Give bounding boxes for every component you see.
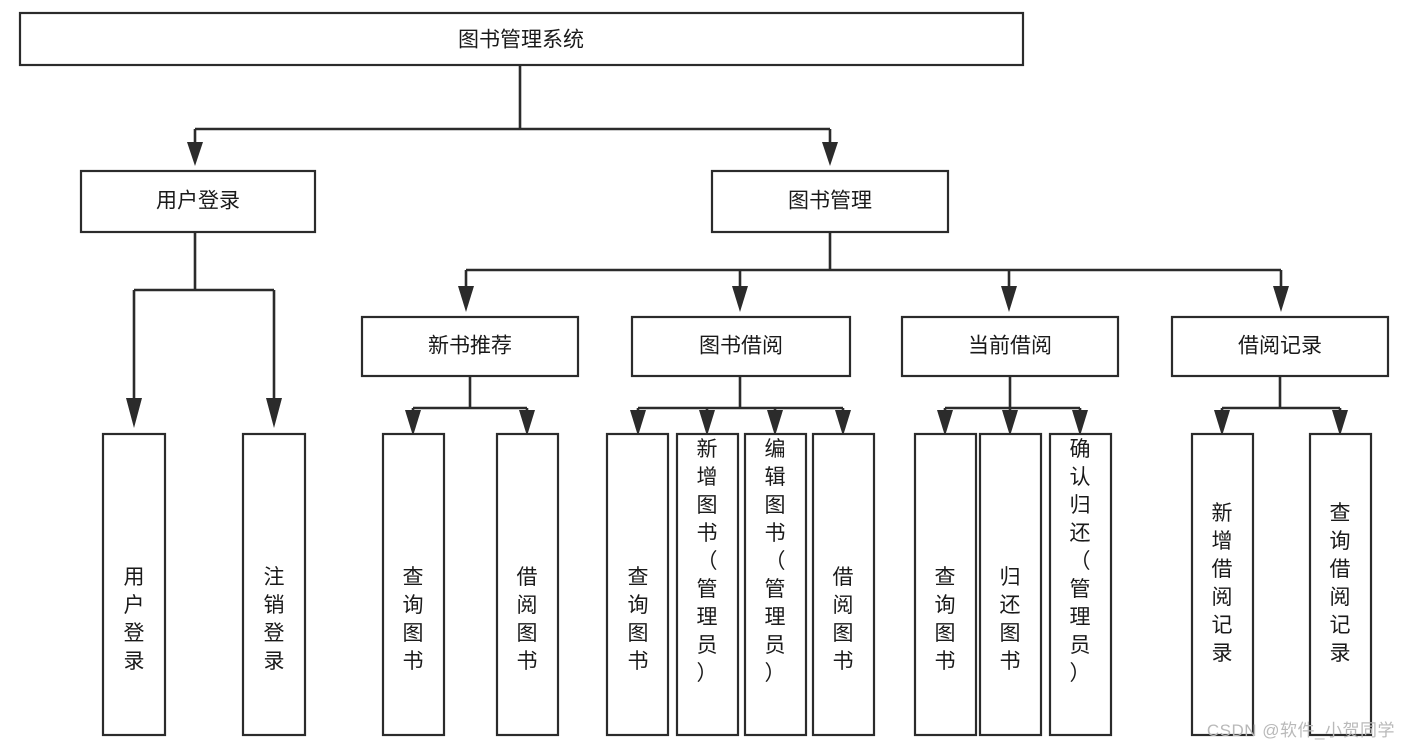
node-root-system-box[interactable] [18, 11, 1025, 67]
leaf-new-book-borrow[interactable]: 借阅图书 [495, 432, 560, 737]
leaf-user-login-login-label: 用户登录 [124, 566, 145, 673]
node-current-borrow-label: 当前借阅 [968, 335, 1052, 358]
node-root-system-label: 图书管理系统 [458, 29, 584, 52]
arrow-borrow-record-leaf-1 [1214, 410, 1230, 436]
leaf-borrow-add-book-admin[interactable]: 新增图书（管理员） [675, 432, 740, 737]
arrow-to-borrow-book [732, 286, 748, 312]
leaf-record-add-record-label: 新增借阅记录 [1212, 502, 1233, 665]
node-book-borrow[interactable]: 图书借阅 [630, 315, 852, 378]
node-current-borrow-box[interactable] [900, 315, 1120, 378]
arrow-to-current-borrow [1001, 286, 1017, 312]
leaf-user-login-login[interactable]: 用户登录 [101, 432, 167, 737]
leaf-new-book-borrow-label: 借阅图书 [517, 566, 538, 673]
leaf-current-query-book-box[interactable] [913, 432, 978, 737]
leaf-record-add-record-box[interactable] [1190, 432, 1255, 737]
leaf-current-confirm-return-admin-label: 确认归还（管理员） [1070, 438, 1091, 685]
node-borrow-record-label: 借阅记录 [1238, 335, 1322, 358]
leaf-borrow-edit-book-admin[interactable]: 编辑图书（管理员） [743, 432, 808, 737]
arrow-current-borrow-leaf-2 [1002, 410, 1018, 436]
node-new-book-recommend-label: 新书推荐 [428, 335, 512, 358]
node-borrow-record-box[interactable] [1170, 315, 1390, 378]
node-borrow-record[interactable]: 借阅记录 [1170, 315, 1390, 378]
leaf-record-query-record-box[interactable] [1308, 432, 1373, 737]
arrow-borrow-record-leaf-2 [1332, 410, 1348, 436]
leaf-user-login-login-box[interactable] [101, 432, 167, 737]
node-new-book-recommend[interactable]: 新书推荐 [360, 315, 580, 378]
leaf-user-login-logout-box[interactable] [241, 432, 307, 737]
leaf-borrow-borrow-book-label: 借阅图书 [833, 566, 854, 673]
connector-layer [126, 65, 1348, 436]
node-current-borrow[interactable]: 当前借阅 [900, 315, 1120, 378]
node-book-management-box[interactable] [710, 169, 950, 234]
leaf-current-confirm-return-admin[interactable]: 确认归还（管理员） [1048, 432, 1113, 737]
leaf-borrow-query-book[interactable]: 查询图书 [605, 432, 670, 737]
leaf-current-return-book[interactable]: 归还图书 [978, 432, 1043, 737]
arrow-borrow-book-leaf-1 [630, 410, 646, 436]
leaf-borrow-query-book-label: 查询图书 [628, 566, 649, 673]
leaf-current-query-book-label: 查询图书 [935, 566, 956, 673]
arrow-borrow-book-leaf-3 [767, 410, 783, 436]
leaf-new-book-query-box[interactable] [381, 432, 446, 737]
node-user-login-box[interactable] [79, 169, 317, 234]
node-user-login[interactable]: 用户登录 [79, 169, 317, 234]
leaf-borrow-borrow-book-box[interactable] [811, 432, 876, 737]
leaf-current-return-book-label: 归还图书 [1000, 566, 1021, 673]
arrow-borrow-book-leaf-4 [835, 410, 851, 436]
leaf-new-book-query[interactable]: 查询图书 [381, 432, 446, 737]
leaf-user-login-logout[interactable]: 注销登录 [241, 432, 307, 737]
leaf-borrow-borrow-book[interactable]: 借阅图书 [811, 432, 876, 737]
leaf-borrow-edit-book-admin-label: 编辑图书（管理员） [765, 438, 786, 685]
arrow-current-borrow-leaf-3 [1072, 410, 1088, 436]
leaf-borrow-add-book-admin-label: 新增图书（管理员） [697, 438, 718, 685]
node-book-borrow-box[interactable] [630, 315, 852, 378]
leaf-record-query-record-label: 查询借阅记录 [1330, 502, 1351, 665]
leaf-current-confirm-return-admin-box[interactable] [1048, 432, 1113, 737]
node-book-management[interactable]: 图书管理 [710, 169, 950, 234]
node-root-system[interactable]: 图书管理系统 [18, 11, 1025, 67]
arrow-to-book-mgmt [822, 142, 838, 166]
node-user-login-label: 用户登录 [156, 190, 240, 213]
node-layer: 图书管理系统 用户登录 图书管理 新书推荐 图书借阅 当前 [18, 11, 1390, 737]
leaf-record-query-record[interactable]: 查询借阅记录 [1308, 432, 1373, 737]
node-book-borrow-label: 图书借阅 [699, 335, 783, 358]
leaf-borrow-add-book-admin-box[interactable] [675, 432, 740, 737]
watermark: CSDN @软件_小贺同学 [1206, 721, 1395, 740]
arrow-to-borrow-record [1273, 286, 1289, 312]
arrow-borrow-book-leaf-2 [699, 410, 715, 436]
arrow-current-borrow-leaf-1 [937, 410, 953, 436]
arrow-to-new-book [458, 286, 474, 312]
arrow-user-login-leaf-1 [126, 398, 142, 428]
node-book-management-label: 图书管理 [788, 190, 872, 213]
leaf-borrow-edit-book-admin-box[interactable] [743, 432, 808, 737]
leaf-current-query-book[interactable]: 查询图书 [913, 432, 978, 737]
leaf-user-login-logout-label: 注销登录 [264, 566, 285, 673]
node-new-book-recommend-box[interactable] [360, 315, 580, 378]
arrow-new-book-leaf-2 [519, 410, 535, 436]
leaf-borrow-query-book-box[interactable] [605, 432, 670, 737]
arrow-user-login-leaf-2 [266, 398, 282, 428]
arrow-new-book-leaf-1 [405, 410, 421, 436]
leaf-record-add-record[interactable]: 新增借阅记录 [1190, 432, 1255, 737]
leaf-current-return-book-box[interactable] [978, 432, 1043, 737]
arrow-to-user-login [187, 142, 203, 166]
leaf-new-book-borrow-box[interactable] [495, 432, 560, 737]
leaf-new-book-query-label: 查询图书 [403, 566, 424, 673]
